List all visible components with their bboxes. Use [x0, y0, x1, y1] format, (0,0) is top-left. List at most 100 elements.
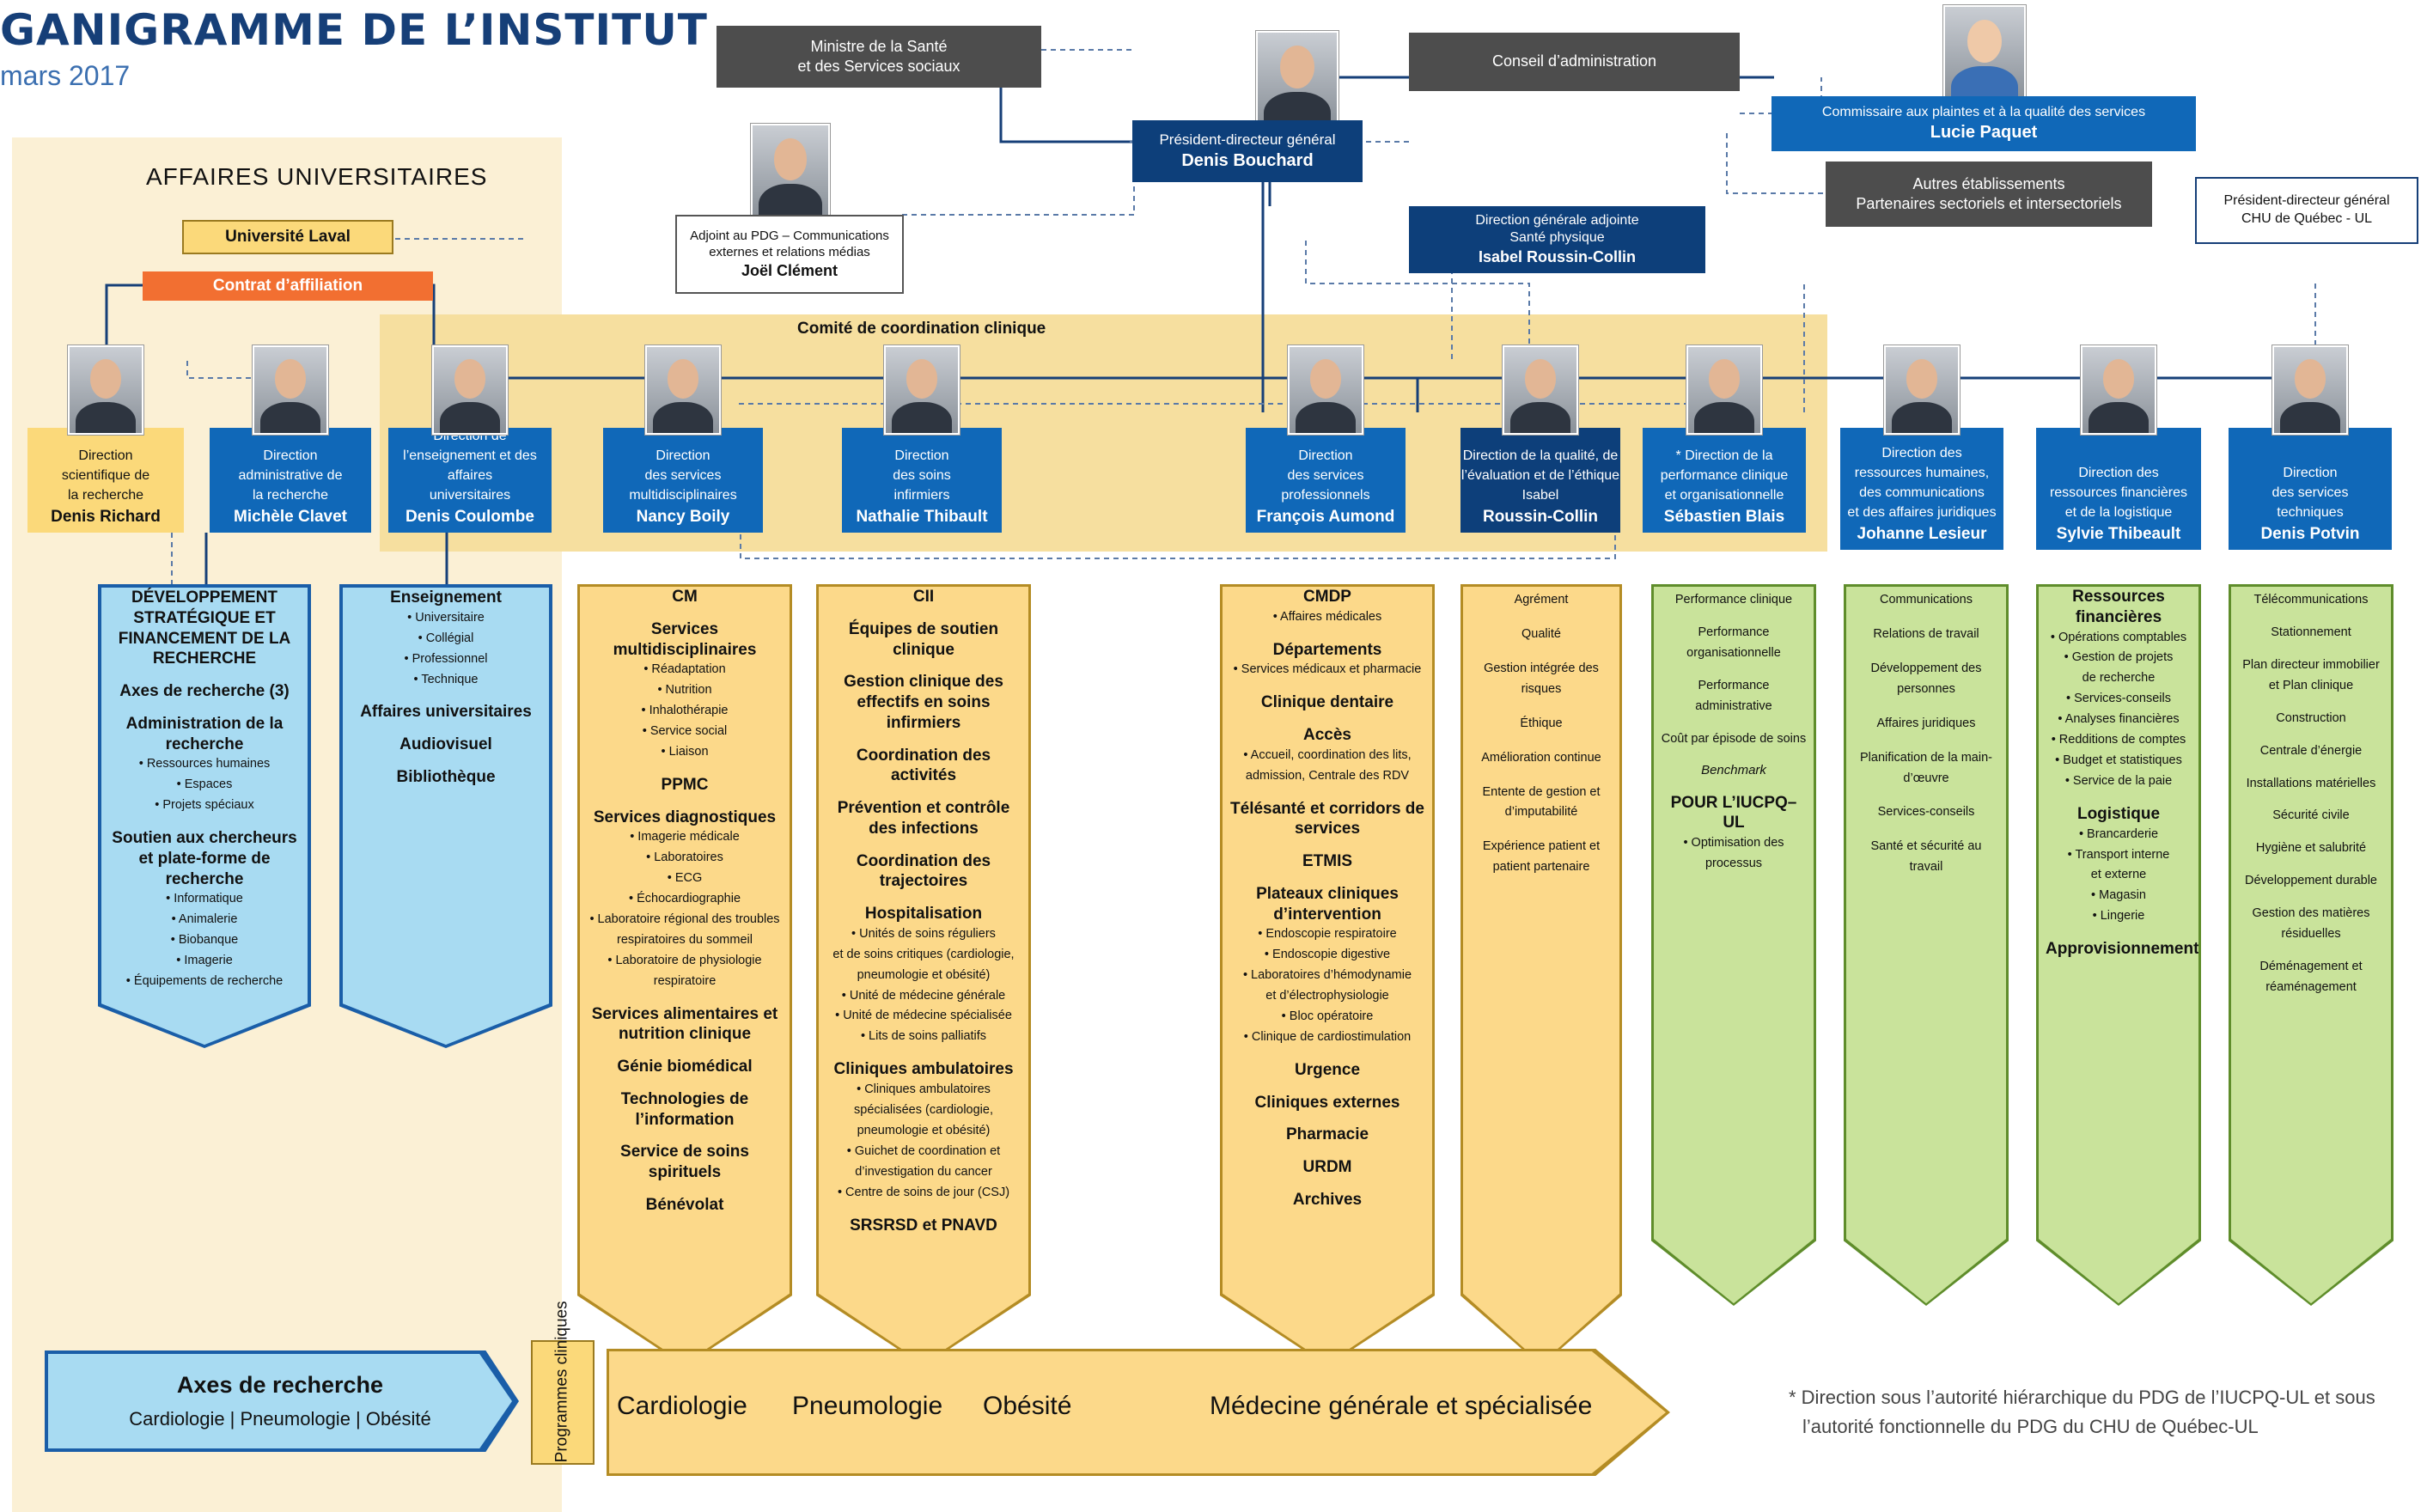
program-obesite: Obésité: [983, 1392, 1072, 1420]
contrat-label: Contrat d’affiliation: [212, 276, 363, 295]
direction-line: des services: [2272, 485, 2349, 501]
list-item: • Services-conseils: [2066, 692, 2171, 706]
list-item: • Budget et statistiques: [2055, 753, 2182, 768]
list-item: • Brancarderie: [2078, 826, 2159, 841]
direction-line: et de la logistique: [2064, 505, 2173, 521]
direction-line: et des affaires juridiques: [1847, 505, 1997, 521]
col5-h12: Archives: [1292, 1190, 1363, 1209]
list-item: Installations matérielles: [2246, 776, 2376, 790]
pdg-name: Denis Bouchard: [1181, 151, 1314, 171]
program-medecine: Médecine générale et spécialisée: [1210, 1392, 1593, 1420]
list-item: respiratoires du sommeil: [617, 932, 753, 947]
direction-line: des services: [1287, 468, 1364, 484]
col4-h9: SRSRSD et PNAVD: [850, 1216, 997, 1235]
col4-h2: Équipes de soutien clinique: [848, 619, 999, 659]
list-item: Qualité: [1521, 626, 1561, 641]
commissaire-photo: [1943, 5, 2026, 101]
list-item: • Service social: [642, 724, 728, 739]
adjoint-name: Joël Clément: [741, 261, 838, 279]
universite-laval-label: Université Laval: [225, 227, 351, 246]
col2-h1: Enseignement: [390, 588, 502, 607]
list-item: • Laboratoire de physiologie: [607, 953, 762, 967]
list-item: Éthique: [1520, 716, 1563, 730]
direction-line: infirmiers: [893, 488, 950, 503]
commissaire-role: Commissaire aux plaintes et à la qualité…: [1821, 104, 2146, 119]
photo-denis-coulombe: [432, 345, 508, 435]
direction-line: Direction: [263, 448, 318, 463]
list-item: Développement durable: [2245, 874, 2377, 888]
list-item: • Endoscopie respiratoire: [1258, 927, 1397, 942]
photo-isabel-roussin-collin: [1503, 345, 1578, 435]
list-item: • Imagerie médicale: [630, 830, 740, 844]
list-item: Centrale d’énergie: [2259, 743, 2363, 758]
list-item: et externe: [2090, 868, 2147, 882]
photo-sylvie-thibeault: [2081, 345, 2156, 435]
list-item: Performance administrative: [1695, 678, 1772, 713]
list-item: d’investigation du cancer: [855, 1164, 992, 1179]
adjoint-box: Adjoint au PDG – Communications externes…: [675, 215, 904, 294]
col5-h4: Accès: [1303, 726, 1351, 745]
list-item: • Liaison: [661, 744, 709, 759]
list-item: processus: [1704, 856, 1763, 870]
conseil-label: Conseil d’administration: [1491, 52, 1657, 70]
list-item: • Unité de médecine générale: [841, 988, 1006, 1003]
list-item: • Centre de soins de jour (CSJ): [837, 1185, 1010, 1199]
footnote-line-1: * Direction sous l’autorité hiérarchique…: [1789, 1387, 2375, 1408]
list-item: et d’électrophysiologie: [1265, 989, 1389, 1003]
direction-line: techniques: [2277, 505, 2344, 521]
col2-h4: Bibliothèque: [396, 767, 496, 786]
col4-h8: Cliniques ambulatoires: [833, 1060, 1014, 1079]
list-item: • Clinique de cardiostimulation: [1243, 1030, 1412, 1045]
list-item: • Laboratoires d’hémodynamie: [1242, 968, 1412, 983]
col5-h9: Cliniques externes: [1254, 1093, 1400, 1112]
chu-line-2: CHU de Québec - UL: [2241, 211, 2373, 226]
programmes-arrow-fill: [609, 1351, 1666, 1473]
adjoint-line-2: externes et relations médias: [709, 245, 870, 260]
list-item: et de soins critiques (cardiologie,: [832, 947, 1015, 961]
direction-line: Direction des: [1881, 445, 1962, 460]
direction-name: Johanne Lesieur: [1857, 525, 1987, 544]
list-item: • Professionnel: [404, 651, 488, 666]
list-item: • Accueil, coordination des lits,: [1243, 747, 1412, 762]
list-item: Stationnement: [2271, 625, 2351, 639]
direction-name: Denis Coulombe: [406, 508, 534, 527]
direction-line: Direction: [656, 448, 710, 463]
autres-line-1: Autres établissements: [1912, 174, 2065, 192]
adjoint-line-1: Adjoint au PDG – Communications: [690, 228, 889, 243]
ministre-line-2: et des Services sociaux: [797, 58, 960, 75]
direction-line: Isabel: [1521, 488, 1559, 503]
col-enseignement: Enseignement • Universitaire • Collégial…: [339, 584, 552, 1048]
list-item: • Laboratoire régional des troubles: [589, 912, 780, 927]
direction-line: des soins: [893, 468, 951, 484]
col4-h3: Gestion clinique des effectifs en soins …: [844, 673, 1003, 732]
dga-name: Isabel Roussin-Collin: [1478, 248, 1637, 266]
col5-h5: Télésanté et corridors de services: [1230, 799, 1424, 838]
footnote: * Direction sous l’autorité hiérarchique…: [1789, 1383, 2407, 1442]
list-item: pneumologie et obésité): [857, 1123, 991, 1137]
col-ressources-financieres: Ressources financières • Opérations comp…: [2036, 584, 2201, 1306]
list-item: pneumologie et obésité): [857, 967, 991, 982]
contrat-affiliation-box: Contrat d’affiliation: [143, 271, 433, 301]
list-item: • Biobanque: [170, 933, 239, 948]
commissaire-box: Commissaire aux plaintes et à la qualité…: [1771, 96, 2196, 151]
list-item: • Magasin: [2091, 888, 2146, 903]
list-item: Coût par épisode de soins: [1661, 731, 1807, 746]
col1-h1: DÉVELOPPEMENT STRATÉGIQUE ET FINANCEMENT…: [118, 588, 291, 668]
pdg-box: Président-directeur général Denis Boucha…: [1132, 120, 1363, 182]
col5-h1: CMDP: [1303, 588, 1351, 606]
list-item: Télécommunications: [2253, 593, 2369, 607]
col3-h2: Services multidisciplinaires: [613, 619, 757, 659]
list-item: • Unité de médecine spécialisée: [835, 1009, 1012, 1023]
list-item: Performance clinique: [1674, 593, 1793, 607]
direction-line: ressources humaines,: [1854, 465, 1990, 480]
col3-h9: Bénévolat: [645, 1195, 724, 1214]
direction-name: Roussin-Collin: [1482, 508, 1599, 527]
list-item: Construction: [2276, 710, 2346, 725]
